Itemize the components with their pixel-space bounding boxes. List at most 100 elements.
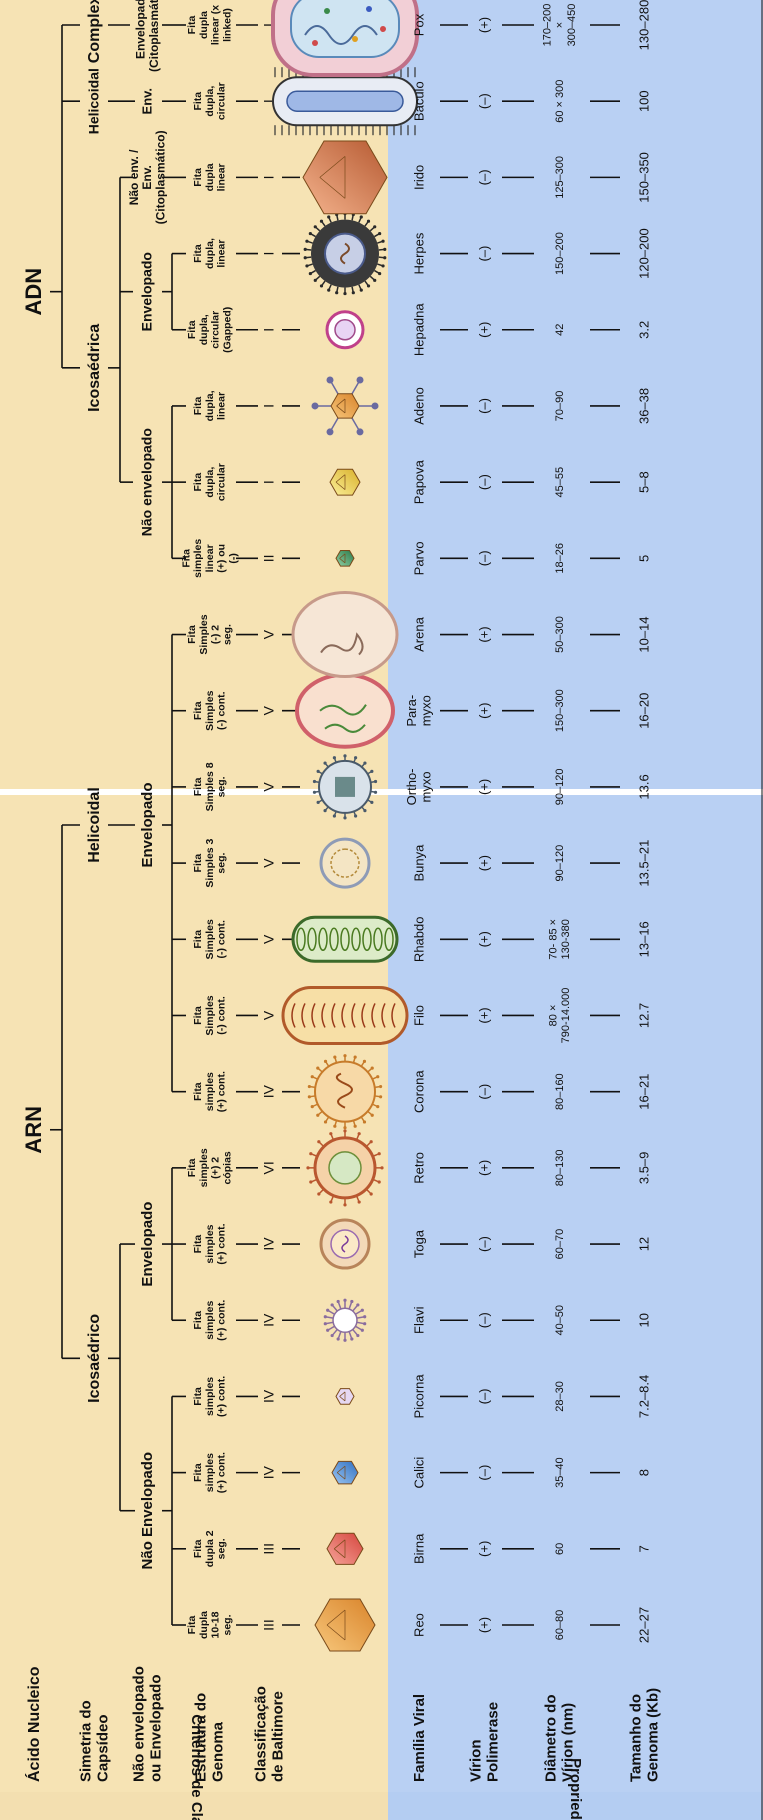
family-name-label: Adeno	[411, 387, 426, 425]
genome-size-label: 10	[636, 1313, 651, 1327]
genome-size-label: 22–27	[636, 1607, 651, 1643]
family-name-label: Picorna	[411, 1374, 426, 1419]
genome-size-label: 100	[636, 90, 651, 112]
polymerase-label: (–)	[476, 1312, 491, 1328]
baltimore-class-label: IV	[261, 1084, 277, 1098]
poxvirus-icon	[273, 0, 417, 75]
baltimore-class-label: III	[261, 1543, 277, 1555]
polymerase-label: (–)	[476, 1084, 491, 1100]
genome-size-label: 7.2–8.4	[636, 1375, 651, 1418]
family-name-label: Bunya	[411, 844, 426, 882]
family-name-label: Hepadna	[411, 303, 426, 357]
tree-label-dna-ico-env: Envelopado	[139, 252, 155, 331]
polymerase-label: (–)	[476, 1388, 491, 1404]
icosahedron-green-icon	[336, 551, 354, 567]
family-name-label: Retro	[411, 1152, 426, 1184]
row-label-envelope: Não envelopadoou Envelopado	[131, 1666, 165, 1782]
arenavirus-icon	[293, 593, 397, 677]
family-name-label: Birna	[411, 1533, 426, 1564]
enveloped-capsid-icon	[321, 1220, 369, 1268]
family-name-label: Irido	[411, 165, 426, 190]
genome-size-label: 12	[636, 1237, 651, 1251]
baltimore-class-label: V	[261, 858, 277, 868]
genome-size-label: 13.6	[636, 774, 651, 799]
tree-label-dna: ADN	[21, 268, 46, 316]
bunyavirus-icon	[321, 839, 369, 887]
row-label-baltimore: Classificaçãode Baltimore	[253, 1686, 287, 1782]
polymerase-label: (+)	[476, 1160, 491, 1176]
tree-label-rna-hel-env: Envelopado	[139, 782, 156, 867]
baltimore-class-label: V	[261, 1010, 277, 1020]
genome-size-label: 130–280	[636, 0, 651, 50]
genome-size-label: 12.7	[636, 1003, 651, 1028]
polymerase-label: (+)	[476, 322, 491, 338]
genome-size-label: 16–20	[636, 693, 651, 729]
family-name-label: Baculo	[411, 81, 426, 121]
polymerase-label: (–)	[476, 398, 491, 414]
polymerase-label: (–)	[476, 1236, 491, 1252]
polymerase-label: (–)	[476, 246, 491, 262]
genome-size-label: 7	[636, 1545, 651, 1552]
polymerase-label: (–)	[476, 1465, 491, 1481]
family-name-label: Papova	[411, 459, 426, 504]
genome-size-label: 13.5–21	[636, 840, 651, 887]
diameter-label: 150–300	[554, 689, 566, 732]
baltimore-class-label: V	[261, 782, 277, 792]
tree-label-dna-icosahedral: Icosaédrica	[86, 324, 103, 412]
family-name-label: Para-myxo	[404, 695, 434, 727]
genome-size-label: 3.5–9	[636, 1152, 651, 1185]
family-name-label: Arena	[411, 616, 426, 651]
row-label-diameter: Diâmetro doVírion (nm)	[543, 1694, 577, 1782]
diameter-label: 60	[554, 1543, 566, 1555]
baltimore-class-label: IV	[261, 1465, 277, 1479]
polymerase-label: (+)	[476, 931, 491, 947]
baltimore-class-label: I	[261, 252, 277, 256]
row-label-genome-size: Tamanho doGenoma (Kb)	[628, 1688, 662, 1782]
baltimore-class-label: IV	[261, 1389, 277, 1403]
tree-label-dna-complex: Complexa	[86, 0, 103, 63]
polymerase-label: (+)	[476, 626, 491, 642]
diameter-label: 60–70	[554, 1229, 566, 1260]
diameter-label: 125–300	[554, 156, 566, 199]
diameter-label: 150–200	[554, 232, 566, 275]
family-name-label: Calici	[411, 1457, 426, 1489]
diameter-label: 42	[554, 324, 566, 336]
polymerase-label: (–)	[476, 93, 491, 109]
polymerase-label: (–)	[476, 169, 491, 185]
rhabdovirus-icon	[293, 917, 397, 961]
polymerase-label: (+)	[476, 1617, 491, 1633]
baltimore-class-label: V	[261, 705, 277, 715]
baltimore-class-label: IV	[261, 1313, 277, 1327]
baltimore-class-label: I	[261, 404, 277, 408]
genome-size-label: 3.2	[636, 321, 651, 339]
family-name-label: Filo	[411, 1005, 426, 1026]
properties-band	[388, 0, 763, 1820]
polymerase-label: (–)	[476, 474, 491, 490]
diameter-label: 70- 85 ×130-380	[548, 919, 572, 960]
diameter-label: 40–50	[554, 1305, 566, 1336]
baltimore-class-label: II	[261, 554, 277, 562]
genome-size-label: 10–14	[636, 616, 651, 652]
baltimore-class-label: V	[261, 934, 277, 944]
baltimore-class-label: IV	[261, 1237, 277, 1251]
retrovirus-icon	[306, 1129, 383, 1206]
baltimore-class-label: I	[261, 328, 277, 332]
tree-label-dna-helical: Helicoidal	[86, 68, 102, 134]
diameter-label: 35–40	[554, 1457, 566, 1488]
genome-size-label: 5–8	[636, 471, 651, 493]
polymerase-label: (+)	[476, 779, 491, 795]
genome-size-label: 8	[636, 1469, 651, 1476]
polymerase-label: (+)	[476, 1007, 491, 1023]
family-name-label: Pox	[411, 13, 426, 36]
diameter-label: 50–300	[554, 616, 566, 653]
row-label-nucleic-acid: Ácido Nucleico	[24, 1666, 43, 1782]
diameter-label: 90–120	[554, 769, 566, 806]
filovirus-icon	[283, 987, 407, 1043]
diameter-label: 18–26	[554, 543, 566, 574]
baltimore-class-label: I	[261, 175, 277, 179]
diameter-label: 60–80	[554, 1610, 566, 1641]
tree-label-rna-ico-env: Envelopado	[139, 1202, 156, 1287]
polymerase-label: (+)	[476, 1541, 491, 1557]
hepadnavirus-icon	[327, 312, 363, 348]
genome-size-label: 120–200	[636, 228, 651, 279]
